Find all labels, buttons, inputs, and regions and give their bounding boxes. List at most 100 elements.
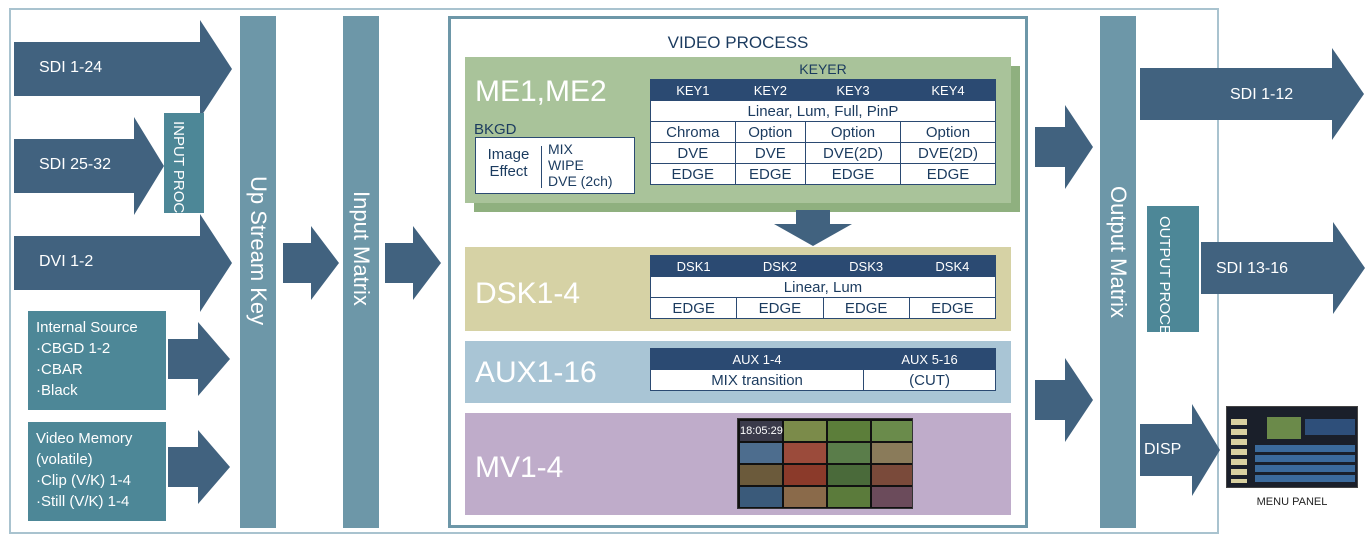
- key-cell: DVE(2D): [805, 142, 901, 164]
- mv-tile: [828, 487, 870, 507]
- internal-item: ·CBGD 1-2: [36, 340, 111, 357]
- mv-tile: [828, 421, 870, 441]
- sdi1-label: SDI 1-24: [39, 59, 103, 76]
- key-cell: EDGE: [734, 163, 807, 185]
- internal-item: ·CBAR: [36, 361, 83, 378]
- output-disp-label: DISP: [1144, 441, 1182, 458]
- keyer-table: KEY1 KEY2 KEY3 KEY4 Linear, Lum, Full, P…: [650, 79, 997, 185]
- output-disp-arrow: [1140, 404, 1220, 496]
- bkgd-label: BKGD: [474, 121, 517, 138]
- me-to-dsk-arrow: [774, 210, 852, 246]
- input-process-label: INPUT PROCESS: [170, 121, 187, 244]
- output-sdi2-arrow: [1201, 222, 1365, 314]
- output-matrix-label: Output Matrix: [1106, 186, 1131, 319]
- dsk-header: DSK4: [908, 255, 997, 277]
- internal-source-box: Internal Source ·CBGD 1-2 ·CBAR ·Black: [28, 311, 166, 410]
- image-effect-label: Image Effect: [476, 146, 542, 188]
- internal-source-title: Internal Source: [36, 319, 138, 336]
- output-process-box: OUTPUT PROCESS: [1147, 206, 1199, 355]
- dsk-header: DSK3: [822, 255, 910, 277]
- key-cell: DVE: [734, 142, 807, 164]
- output-matrix-bar: Output Matrix: [1100, 16, 1136, 528]
- menu-panel-preview: [1267, 417, 1301, 439]
- video-memory-sub: (volatile): [36, 451, 93, 468]
- mv-tile: [740, 465, 782, 485]
- internal-item: ·Black: [36, 382, 78, 399]
- sdi2-arrow: [14, 117, 164, 215]
- menu-panel-buttons: [1231, 419, 1247, 483]
- mv-tile: [828, 443, 870, 463]
- mv-tile: [872, 421, 912, 441]
- key-cell: Option: [899, 121, 997, 143]
- mv-tile: [740, 443, 782, 463]
- key-cell: Option: [734, 121, 807, 143]
- bkgd-box: Image Effect MIX WIPE DVE (2ch): [475, 137, 635, 194]
- bkgd-option: WIPE: [548, 157, 584, 173]
- key-cell: DVE(2D): [899, 142, 997, 164]
- dsk-cell: EDGE: [822, 297, 910, 319]
- dsk-title: DSK1-4: [475, 277, 581, 310]
- aux-header: AUX 5-16: [863, 348, 996, 370]
- output-sdi1-arrow: [1140, 48, 1364, 140]
- video-to-output-arrow-bottom: [1035, 358, 1093, 442]
- menu-panel-label: MENU PANEL: [1256, 496, 1328, 508]
- mv-tile: [784, 421, 826, 441]
- input-matrix-bar: Input Matrix: [343, 16, 379, 528]
- internal-source-arrow: [168, 322, 230, 396]
- menu-panel-list: [1255, 445, 1355, 483]
- output-sdi2-label: SDI 13-16: [1216, 260, 1289, 277]
- input-process-box: INPUT PROCESS: [164, 113, 204, 243]
- sdi2-label: SDI 25-32: [39, 156, 112, 173]
- multiview-thumbnail: 18:05:29: [737, 418, 913, 509]
- dsk-modes: Linear, Lum: [650, 276, 996, 298]
- key-header: KEY1: [650, 79, 736, 101]
- keyer-title: KEYER: [799, 61, 847, 77]
- aux-header: AUX 1-4: [649, 348, 865, 370]
- multiview-clock: 18:05:29: [740, 421, 783, 441]
- bkgd-option: DVE (2ch): [548, 173, 613, 189]
- video-to-output-arrow-top: [1035, 105, 1093, 189]
- dsk-table: DSK1 DSK2 DSK3 DSK4 Linear, Lum EDGE EDG…: [649, 255, 997, 319]
- key-cell: EDGE: [899, 163, 997, 185]
- aux-cell: (CUT): [863, 369, 996, 391]
- dvi-arrow: [14, 214, 232, 312]
- dsk-cell: EDGE: [908, 297, 997, 319]
- key-header: KEY2: [734, 79, 807, 101]
- mv-tile: [872, 487, 912, 507]
- matrix-to-video-arrow: [385, 226, 441, 300]
- mv-tile: [784, 465, 826, 485]
- key-modes: Linear, Lum, Full, PinP: [650, 100, 996, 122]
- video-memory-item: ·Still (V/K) 1-4: [36, 493, 130, 510]
- key-header: KEY4: [899, 79, 997, 101]
- input-matrix-label: Input Matrix: [349, 191, 374, 306]
- key-cell: EDGE: [650, 163, 736, 185]
- key-cell: Option: [805, 121, 901, 143]
- menu-panel-image: [1226, 406, 1358, 488]
- aux-table: AUX 1-4 AUX 5-16 MIX transition (CUT): [649, 348, 996, 391]
- up-stream-key-label: Up Stream Key: [246, 176, 271, 326]
- mv-tile: [872, 465, 912, 485]
- mv-box: MV1-4 18:05:29: [465, 413, 1011, 515]
- mv-tile: [740, 487, 782, 507]
- me-box: ME1,ME2 BKGD Image Effect MIX WIPE DVE (…: [465, 57, 1011, 203]
- mv-tile: [784, 443, 826, 463]
- usk-to-matrix-arrow: [283, 226, 339, 300]
- sdi1-arrow: [14, 20, 232, 118]
- dsk-header: DSK2: [736, 255, 824, 277]
- dsk-cell: EDGE: [736, 297, 824, 319]
- output-process-label: OUTPUT PROCESS: [1156, 216, 1173, 355]
- video-memory-title: Video Memory: [36, 430, 133, 447]
- key-cell: Chroma: [650, 121, 736, 143]
- mv-tile: [784, 487, 826, 507]
- me-title: ME1,ME2: [475, 75, 607, 108]
- video-memory-box: Video Memory (volatile) ·Clip (V/K) 1-4 …: [28, 422, 166, 521]
- up-stream-key-bar: Up Stream Key: [240, 16, 276, 528]
- video-process-title: VIDEO PROCESS: [667, 33, 809, 52]
- video-memory-item: ·Clip (V/K) 1-4: [36, 472, 132, 489]
- dsk-header: DSK1: [649, 255, 738, 277]
- dsk-box: DSK1-4 DSK1 DSK2 DSK3 DSK4 Linear, Lum E…: [465, 247, 1011, 331]
- dsk-cell: EDGE: [649, 297, 738, 319]
- output-sdi1-label: SDI 1-12: [1230, 86, 1294, 103]
- mv-tile: [872, 443, 912, 463]
- aux-cell: MIX transition: [649, 369, 865, 391]
